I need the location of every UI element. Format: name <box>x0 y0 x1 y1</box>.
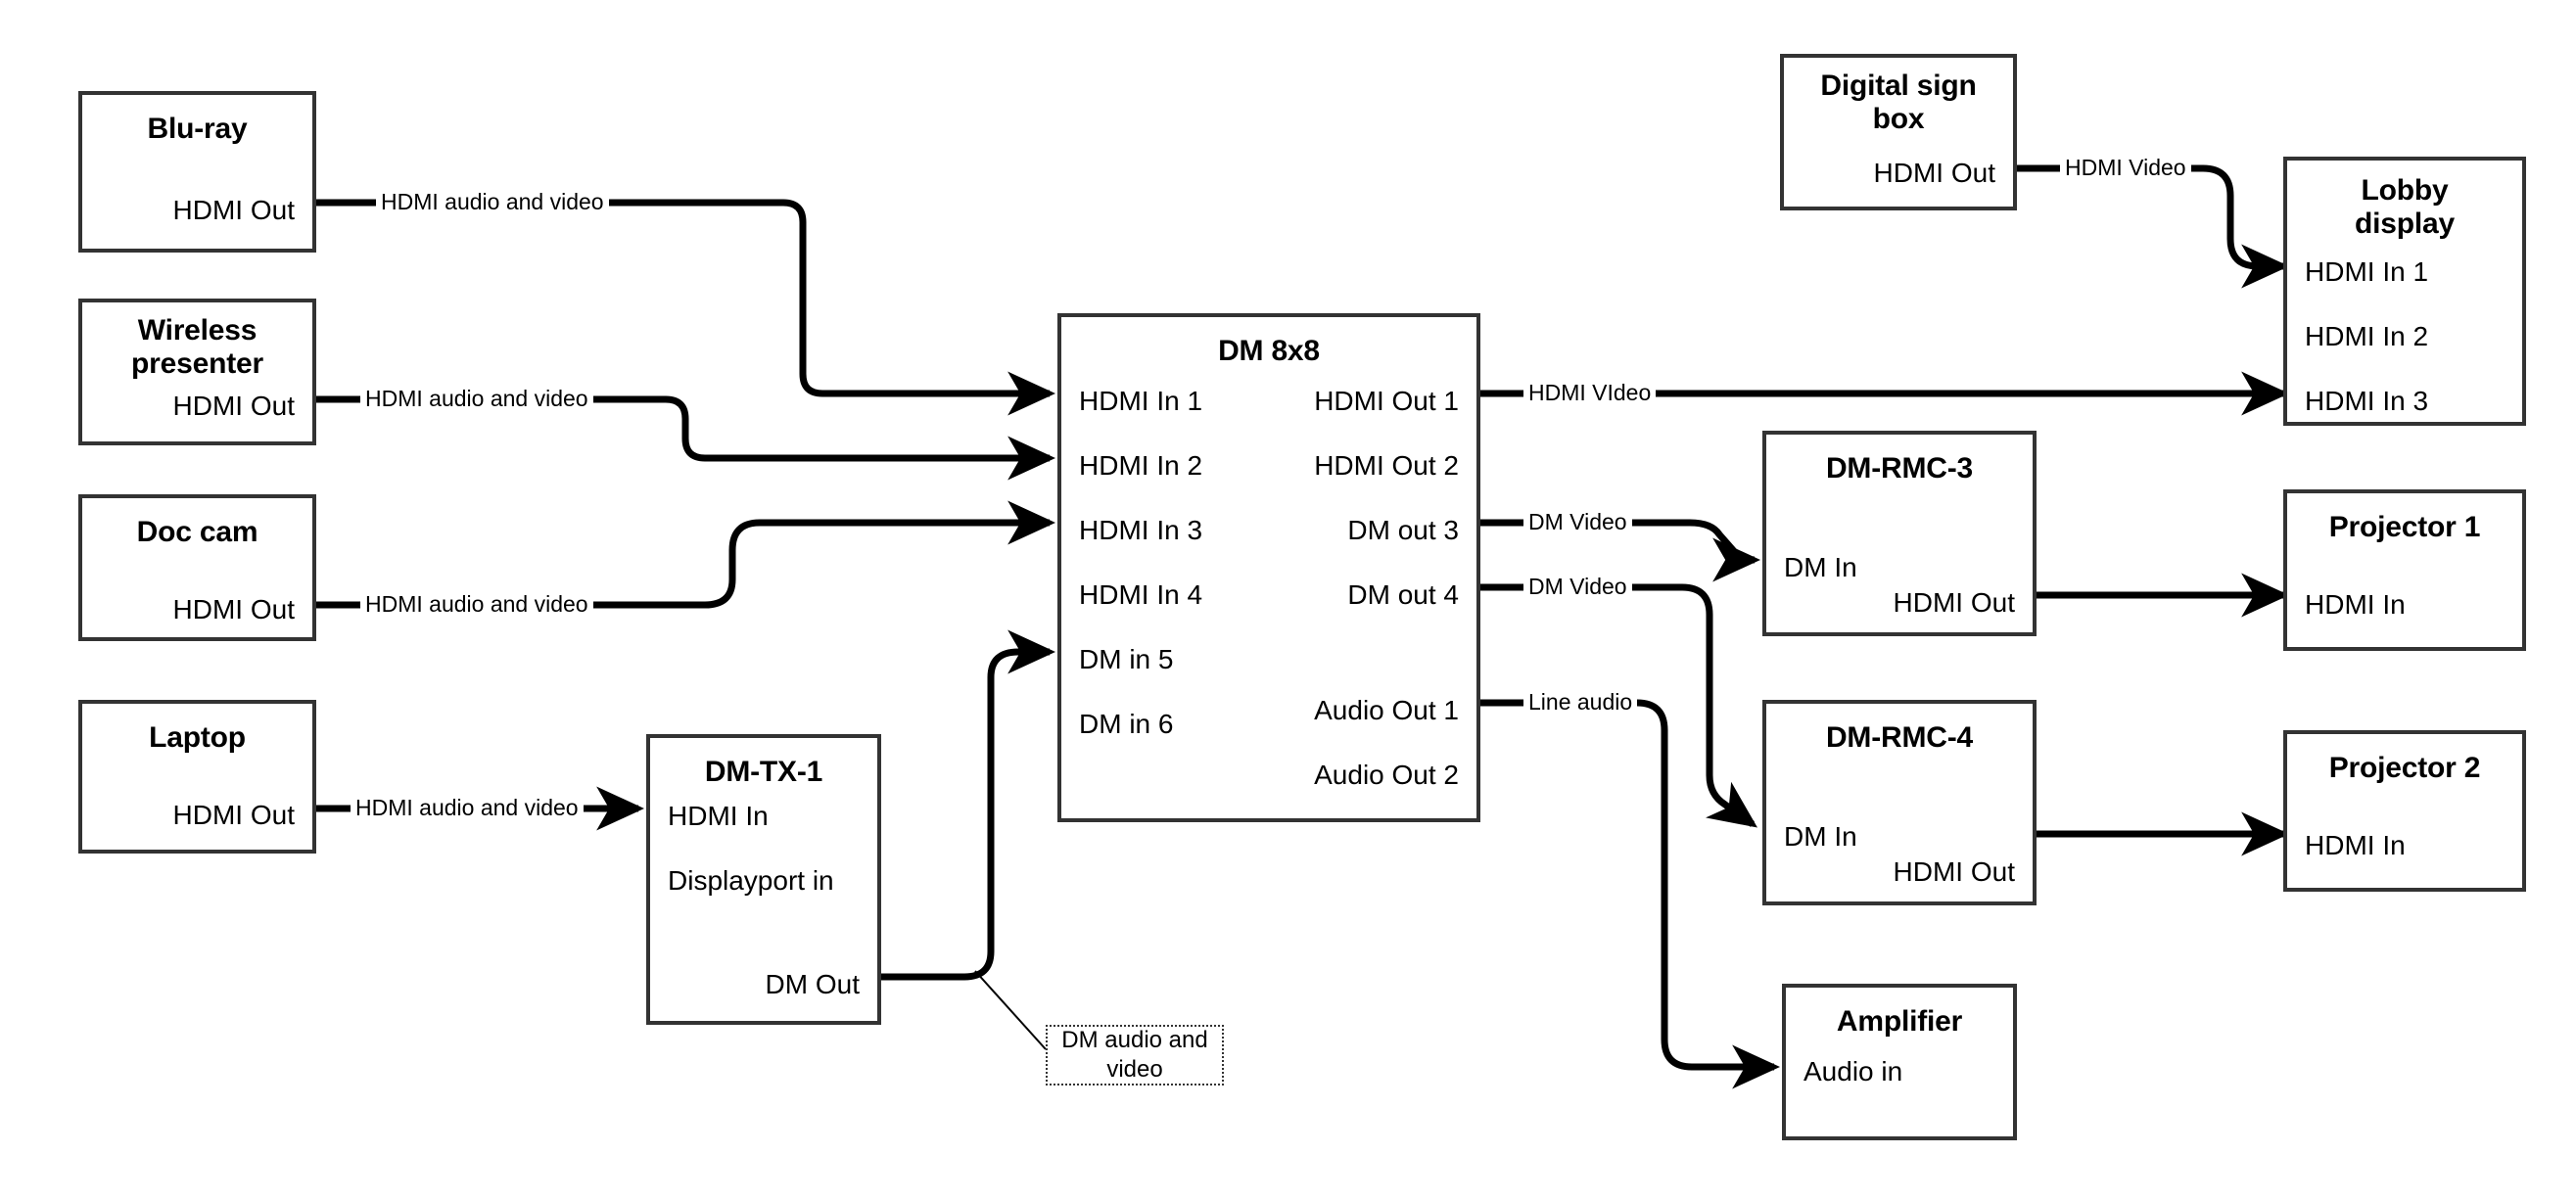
wire-label-wireless-to-dm8x8: HDMI audio and video <box>360 388 593 410</box>
node-dm-8x8[interactable]: DM 8x8 HDMI In 1 HDMI In 2 HDMI In 3 HDM… <box>1057 313 1480 822</box>
dm-rmc-4-port-hdmi-out: HDMI Out <box>1893 856 2015 887</box>
node-dm-rmc-4[interactable]: DM-RMC-4 DM In HDMI Out <box>1762 700 2037 905</box>
wire-label-laptop-to-dmtx1: HDMI audio and video <box>351 797 584 819</box>
dm-rmc-3-port-dm-in: DM In <box>1784 552 1857 582</box>
wire-label-dm8x8-audio-to-amplifier: Line audio <box>1523 691 1638 714</box>
projector-1-title: Projector 1 <box>2328 511 2481 543</box>
lobby-display-title-line1: Lobby <box>2361 174 2449 207</box>
lobby-display-title-line2: display <box>2355 208 2455 240</box>
wire-label-bluray-to-dm8x8: HDMI audio and video <box>376 191 609 213</box>
projector-2-title: Projector 2 <box>2328 752 2481 784</box>
dm-8x8-input-dm-in-6: DM in 6 <box>1079 709 1174 739</box>
laptop-title: Laptop <box>149 721 246 754</box>
wireless-presenter-port-hdmi-out: HDMI Out <box>172 391 295 421</box>
bluray-title: Blu-ray <box>147 113 248 145</box>
node-digital-sign-box[interactable]: Digital sign box HDMI Out <box>1780 54 2017 210</box>
projector-2-port-hdmi-in: HDMI In <box>2305 830 2406 860</box>
dm-tx-1-port-dm-out: DM Out <box>765 969 860 999</box>
node-projector-1[interactable]: Projector 1 HDMI In <box>2283 489 2526 651</box>
dm-8x8-output-dm-out-3: DM out 3 <box>1347 515 1459 545</box>
dm-rmc-3-title: DM-RMC-3 <box>1825 452 1974 485</box>
dm-8x8-input-hdmi-in-3: HDMI In 3 <box>1079 515 1203 545</box>
digital-sign-box-title-line2: box <box>1872 103 1925 135</box>
digital-sign-box-title-line1: Digital sign <box>1820 69 1977 102</box>
node-doc-cam[interactable]: Doc cam HDMI Out <box>78 494 316 641</box>
dm-rmc-3-port-hdmi-out: HDMI Out <box>1893 587 2015 618</box>
projector-1-port-hdmi-in: HDMI In <box>2305 589 2406 620</box>
dm-8x8-output-dm-out-4: DM out 4 <box>1347 579 1459 610</box>
lobby-display-input-hdmi-in-3: HDMI In 3 <box>2305 386 2429 416</box>
wire-dmtx1-to-dm8x8 <box>881 629 1056 981</box>
wireless-presenter-title-line1: Wireless <box>137 314 258 346</box>
dm-8x8-title: DM 8x8 <box>1218 335 1320 367</box>
dm-8x8-output-hdmi-out-1: HDMI Out 1 <box>1314 386 1459 416</box>
wire-label-dm8x8-out3-to-rmc3: DM Video <box>1523 511 1632 533</box>
node-laptop[interactable]: Laptop HDMI Out <box>78 700 316 854</box>
wire-label-dm8x8-out1-to-lobby: HDMI VIdeo <box>1523 382 1657 404</box>
callout-leader-line <box>974 970 1047 1050</box>
wire-label-doccam-to-dm8x8: HDMI audio and video <box>360 593 593 616</box>
wire-wireless-to-dm8x8 <box>316 395 1056 481</box>
bluray-port-hdmi-out: HDMI Out <box>172 195 295 225</box>
dm-8x8-input-dm-in-5: DM in 5 <box>1079 644 1174 674</box>
laptop-port-hdmi-out: HDMI Out <box>172 800 295 830</box>
wire-label-digitalsign-to-lobby: HDMI Video <box>2060 157 2191 179</box>
wire-dm8x8-audioout1-to-amplifier <box>1480 699 1781 1089</box>
dm-8x8-output-audio-out-1: Audio Out 1 <box>1314 695 1459 725</box>
node-lobby-display[interactable]: Lobby display HDMI In 1 HDMI In 2 HDMI I… <box>2283 157 2526 426</box>
dm-rmc-4-title: DM-RMC-4 <box>1825 721 1974 754</box>
amplifier-port-audio-in: Audio in <box>1803 1056 1903 1086</box>
wire-dm8x8-out3-to-rmc3 <box>1480 519 1761 582</box>
doc-cam-port-hdmi-out: HDMI Out <box>172 594 295 624</box>
digital-sign-box-port-hdmi-out: HDMI Out <box>1873 158 1995 188</box>
dm-8x8-input-hdmi-in-4: HDMI In 4 <box>1079 579 1203 610</box>
lobby-display-input-hdmi-in-1: HDMI In 1 <box>2305 256 2429 287</box>
wire-label-dm8x8-out4-to-rmc4: DM Video <box>1523 576 1632 598</box>
wire-bluray-to-dm8x8 <box>316 199 1056 416</box>
dm-8x8-input-hdmi-in-2: HDMI In 2 <box>1079 450 1203 481</box>
dm-8x8-output-hdmi-out-2: HDMI Out 2 <box>1314 450 1459 481</box>
dm-rmc-4-port-dm-in: DM In <box>1784 821 1857 852</box>
wire-digitalsign-to-lobby <box>2017 164 2290 289</box>
callout-dm-audio-and-video: DM audio and video <box>1046 1025 1224 1086</box>
wire-doccam-to-dm8x8 <box>316 500 1056 609</box>
node-dm-tx-1[interactable]: DM-TX-1 HDMI In Displayport in DM Out <box>646 734 881 1025</box>
wireless-presenter-title-line2: presenter <box>131 347 263 380</box>
dm-8x8-output-audio-out-2: Audio Out 2 <box>1314 760 1459 790</box>
node-dm-rmc-3[interactable]: DM-RMC-3 DM In HDMI Out <box>1762 431 2037 636</box>
dm-8x8-input-hdmi-in-1: HDMI In 1 <box>1079 386 1203 416</box>
node-projector-2[interactable]: Projector 2 HDMI In <box>2283 730 2526 892</box>
dm-tx-1-port-hdmi-in: HDMI In <box>668 801 769 831</box>
amplifier-title: Amplifier <box>1836 1005 1963 1038</box>
dm-tx-1-port-displayport-in: Displayport in <box>668 865 834 896</box>
wire-dm8x8-out4-to-rmc4 <box>1480 583 1757 828</box>
node-bluray[interactable]: Blu-ray HDMI Out <box>78 91 316 253</box>
dm-tx-1-title: DM-TX-1 <box>704 756 823 788</box>
node-amplifier[interactable]: Amplifier Audio in <box>1782 984 2017 1140</box>
lobby-display-input-hdmi-in-2: HDMI In 2 <box>2305 321 2429 351</box>
doc-cam-title: Doc cam <box>136 516 258 548</box>
node-wireless-presenter[interactable]: Wireless presenter HDMI Out <box>78 299 316 445</box>
